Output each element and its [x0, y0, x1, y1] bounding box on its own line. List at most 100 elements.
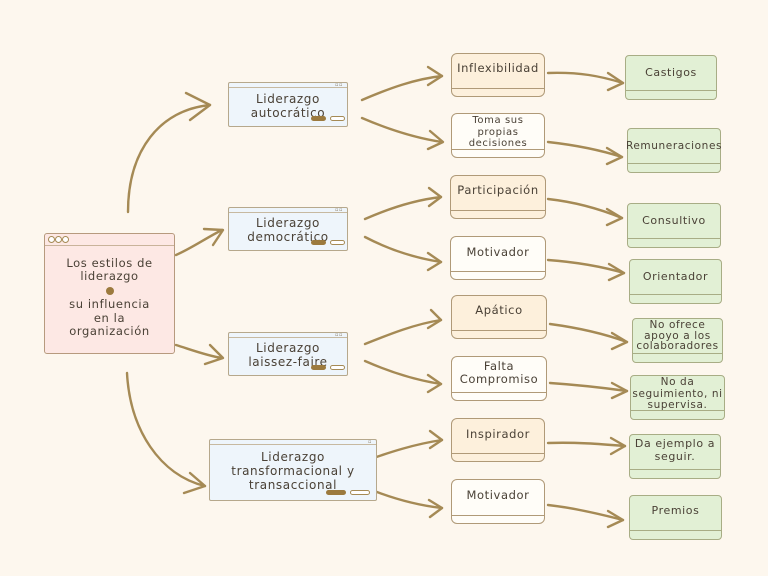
child-inspirador: Inspirador	[451, 418, 545, 462]
window-buttons-icon: ▫▫	[335, 82, 343, 88]
arrowhead	[605, 146, 624, 166]
branch-democratico: ▫▫ Liderazgo democrático	[228, 207, 348, 251]
arrow-to-no-da	[548, 381, 629, 393]
window-buttons-icon: ▫▫	[335, 332, 343, 338]
arrowhead	[609, 436, 627, 456]
leaf-label: Orientador	[642, 270, 709, 283]
pill-outline-icon	[330, 365, 345, 370]
branch-laissez-faire: ▫▫ Liderazgo laissez-faire	[228, 332, 348, 376]
arrowhead	[184, 91, 212, 122]
leaf-premios: Premios	[629, 495, 722, 540]
divider	[452, 149, 544, 150]
arrowhead	[605, 207, 624, 227]
branch-autocratico: ▫▫ Liderazgo autocrático	[228, 82, 348, 127]
child-label: Motivador	[466, 488, 530, 502]
child-apatico: Apático	[451, 295, 547, 339]
arrowhead	[426, 373, 443, 394]
leaf-label: Consultivo	[642, 214, 706, 227]
leaf-label: Da ejemplo a seguir.	[634, 437, 716, 463]
arrowhead	[610, 381, 629, 400]
arrow-root-to-democratico	[174, 228, 224, 257]
arrowhead	[428, 429, 444, 450]
root-subtitle: su influencia en la organización	[69, 297, 150, 338]
pill-icon	[326, 490, 346, 495]
root-node: Los estilos de liderazgo su influencia e…	[44, 233, 175, 354]
arrow-root-to-transformacional	[125, 371, 207, 488]
leaf-orientador: Orientador	[629, 259, 722, 304]
window-dot-icon	[55, 236, 62, 243]
divider	[628, 163, 720, 164]
leaf-da-ejemplo: Da ejemplo a seguir.	[629, 434, 721, 479]
arrowhead	[427, 186, 443, 208]
arrow-root-to-autocratico	[126, 103, 212, 214]
child-label: Falta Compromiso	[459, 359, 539, 387]
branch-transformacional: ▫ Liderazgo transformacional y transacci…	[209, 439, 377, 501]
divider	[630, 530, 721, 531]
divider	[452, 88, 544, 89]
arrow-to-no-ofrece	[548, 322, 629, 344]
leaf-remuneraciones: Remuneraciones	[625, 128, 723, 173]
arrowhead	[606, 509, 625, 529]
arrow-root-to-laissez	[174, 343, 224, 360]
leaf-castigos: Castigos	[625, 55, 717, 100]
window-dot-icon	[48, 236, 55, 243]
arrow-to-premios	[546, 503, 625, 522]
arrowhead	[426, 65, 444, 87]
divider	[628, 238, 720, 239]
divider	[452, 392, 546, 393]
arrowhead	[426, 129, 445, 151]
divider	[631, 410, 724, 411]
root-title: Los estilos de liderazgo	[66, 255, 153, 284]
arrow-b2-c2	[363, 235, 443, 264]
arrow-b3-c2	[363, 359, 443, 386]
leaf-consultivo: Consultivo	[627, 203, 721, 248]
divider	[451, 210, 545, 211]
child-label: Toma sus propias decisiones	[468, 115, 528, 149]
arrowhead	[203, 343, 225, 366]
arrow-to-orientador	[546, 258, 626, 275]
window-buttons-icon: ▫	[368, 439, 372, 445]
arrowhead	[606, 71, 625, 92]
divider	[630, 469, 720, 470]
divider	[630, 294, 721, 295]
arrow-to-consultivo	[546, 197, 624, 220]
branch-label: Liderazgo autocrático	[250, 91, 326, 120]
window-bar	[210, 440, 376, 445]
branch-label: Liderazgo transformacional y transaccion…	[231, 450, 355, 492]
child-participacion: Participación	[450, 175, 546, 219]
arrowhead	[426, 251, 443, 272]
divider	[626, 90, 716, 91]
child-motivador-2: Motivador	[451, 479, 545, 524]
leaf-no-ofrece-apoyo: No ofrece apoyo a los colaboradores	[632, 318, 723, 363]
leaf-no-da-seguimiento: No da seguimiento, ni supervisa.	[630, 375, 725, 420]
bullet-icon	[105, 287, 114, 296]
child-inflexibilidad: Inflexibilidad	[451, 53, 545, 97]
arrow-b1-c1	[360, 74, 444, 102]
pill-icon	[311, 240, 326, 245]
arrowhead	[426, 308, 443, 330]
child-toma-sus-decisiones: Toma sus propias decisiones	[451, 113, 545, 158]
leaf-label: Remuneraciones	[625, 140, 723, 152]
arrowhead	[607, 262, 626, 282]
divider	[451, 271, 545, 272]
leaf-label: No da seguimiento, ni supervisa.	[632, 376, 723, 412]
window-buttons-icon: ▫▫	[335, 207, 343, 213]
divider	[633, 353, 722, 354]
arrow-to-castigos	[546, 71, 625, 85]
arrow-b3-c1	[363, 318, 443, 346]
pill-icon	[311, 116, 326, 121]
pill-icon	[311, 365, 326, 370]
arrow-b1-c2	[360, 116, 444, 144]
child-label: Inspirador	[465, 427, 530, 441]
branch-label: Liderazgo democrático	[247, 216, 329, 244]
child-label: Apático	[475, 303, 523, 317]
leaf-label: Premios	[651, 504, 700, 517]
window-bar	[45, 234, 174, 246]
divider	[452, 515, 544, 516]
arrow-to-remuneraciones	[546, 140, 624, 159]
child-label: Motivador	[466, 245, 530, 259]
leaf-label: Castigos	[645, 66, 697, 79]
child-falta-compromiso: Falta Compromiso	[451, 356, 547, 401]
pill-outline-icon	[330, 116, 345, 121]
